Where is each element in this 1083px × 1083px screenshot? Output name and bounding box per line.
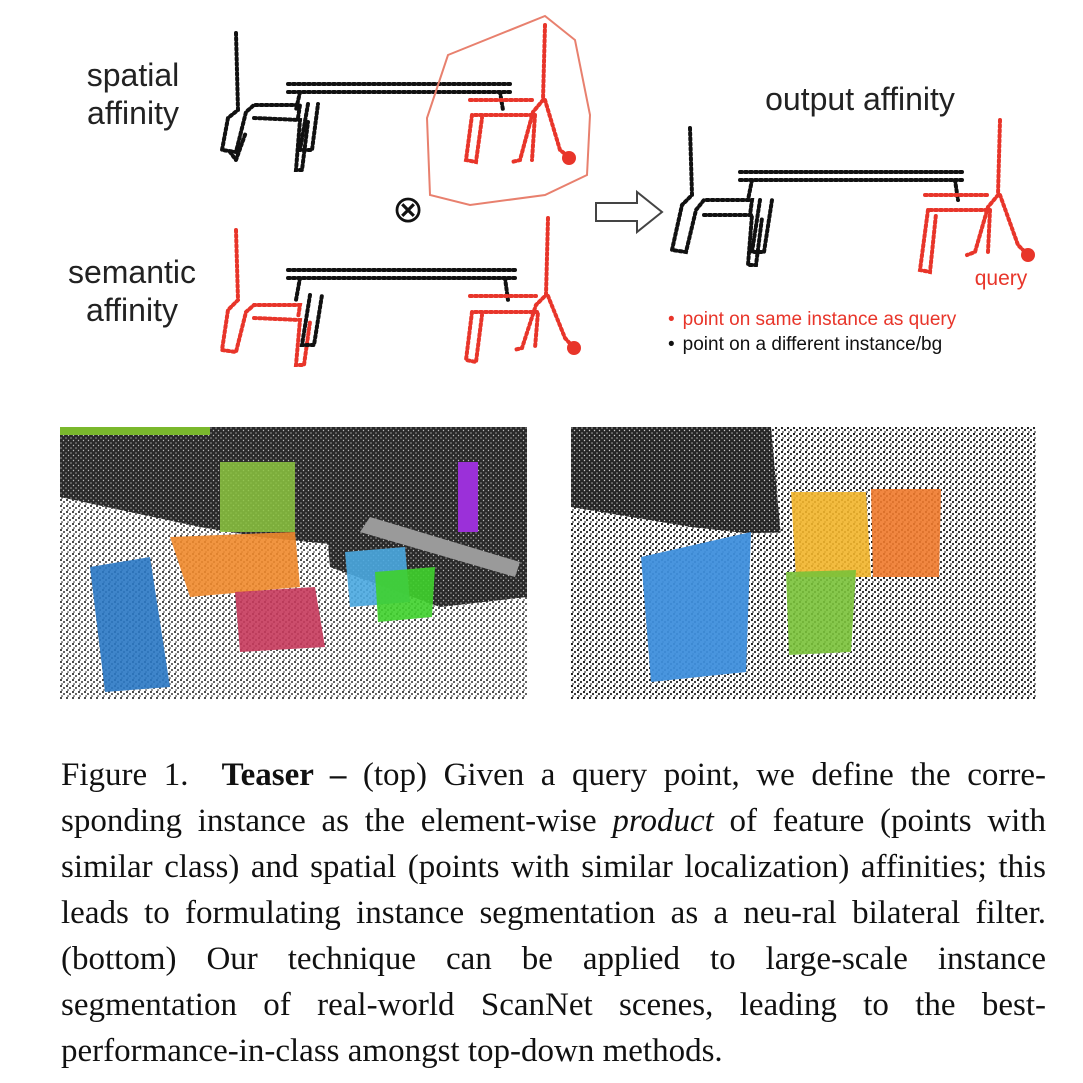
spatial-query-point: [562, 151, 576, 165]
scannet-scene-right: [571, 427, 1036, 699]
figure-caption: Figure 1. Teaser – (top) Given a query p…: [61, 752, 1046, 1074]
caption-text-2: of feature (points with similar class) a…: [61, 803, 1047, 1069]
instance-purple-door: [458, 462, 478, 532]
semantic-query-point: [567, 341, 581, 355]
instance-green-shelf: [220, 462, 295, 532]
instance-blue-armchair: [641, 532, 751, 682]
instance-orange-sofa: [170, 532, 300, 597]
output-affinity-label: output affinity: [765, 81, 955, 117]
table-instance: [360, 517, 520, 577]
output-query-point: [1021, 248, 1035, 262]
multiply-operator-icon: ⊗: [392, 187, 424, 231]
spatial-affinity-label: spatial affinity: [86, 57, 180, 131]
caption-title: Teaser –: [221, 757, 347, 793]
semantic-affinity-label: semantic affinity: [67, 254, 197, 328]
instance-blue-chair: [90, 557, 170, 692]
caption-emphasis: product: [612, 803, 714, 839]
instance-green-chair: [786, 570, 856, 655]
point-cloud-scene-left: [60, 427, 527, 699]
legend-item-same-instance: •point on same instance as query: [668, 309, 957, 330]
query-label: query: [974, 267, 1028, 290]
legend-item-different-instance: •point on a different instance/bg: [668, 334, 943, 355]
instance-orange-chair: [871, 489, 941, 577]
legend: •point on same instance as query •point …: [668, 307, 956, 357]
spatial-affinity-table: [219, 14, 592, 207]
instance-yellow-chair: [791, 492, 871, 577]
output-affinity-table: [669, 118, 1035, 275]
caption-text-1: (top) Given a query point, we define the…: [61, 757, 1047, 839]
affinity-diagram: .dk { fill: none; stroke: #111; stroke-w…: [219, 14, 1035, 367]
point-cloud-scene-right: [571, 427, 1036, 699]
spatial-neighbourhood: [425, 14, 592, 207]
caption-prefix: Figure 1.: [61, 757, 189, 793]
instance-crimson-table: [235, 587, 325, 652]
scannet-scene-left: [60, 427, 527, 699]
arrow-right-icon: [595, 189, 664, 235]
semantic-affinity-table: [219, 216, 581, 367]
instance-lime-chair: [375, 567, 435, 622]
